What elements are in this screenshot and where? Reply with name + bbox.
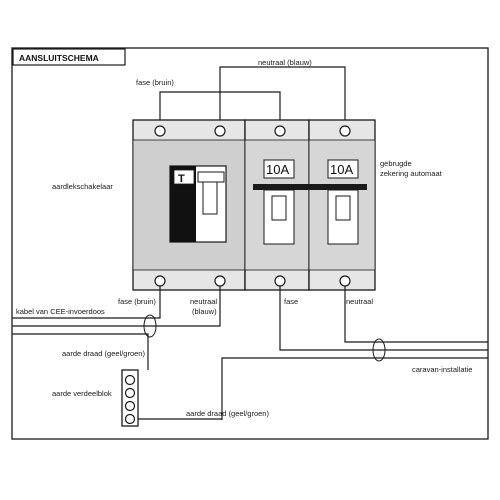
label-breaker-line1: gebrugde: [380, 159, 412, 168]
breaker-1-front: [263, 159, 295, 245]
terminal-breaker2-top: [339, 125, 351, 137]
breaker-2-front: [327, 159, 359, 245]
label-phase-bottom: fase (bruin): [118, 297, 156, 306]
terminal-breaker1-top: [274, 125, 286, 137]
label-breaker-line2: zekering automaat: [380, 169, 443, 178]
top-neutral-wire: [219, 66, 346, 128]
terminal-breaker2-bottom: [339, 275, 351, 287]
label-neutral-bottom-1: neutraal: [190, 297, 217, 306]
outer-frame: [11, 47, 489, 440]
breaker-1-rating: 10A: [266, 162, 289, 177]
label-cee-cable: kabel van CEE-invoerdoos: [16, 307, 105, 316]
label-earth-wire-1: aarde draad (geel/groen): [62, 349, 145, 358]
label-phase-top: fase (bruin): [136, 78, 174, 87]
label-phase-out: fase: [284, 297, 298, 306]
label-earth-wire-2: aarde draad (geel/groen): [186, 409, 269, 418]
terminal-rcd-top-neutral: [214, 125, 226, 137]
earth-distribution-block: [121, 369, 139, 427]
top-phase-wire: [159, 91, 281, 128]
label-neutral-bottom-2: (blauw): [192, 307, 217, 316]
rcd-test-button-label: T: [178, 173, 185, 185]
label-neutral-top: neutraal (blauw): [258, 58, 312, 67]
rcd-switch: [169, 165, 227, 243]
terminal-rcd-bottom-phase: [154, 275, 166, 287]
terminal-rcd-bottom-neutral: [214, 275, 226, 287]
label-neutral-out: neutraal: [346, 297, 373, 306]
breaker-2-rating: 10A: [330, 162, 353, 177]
label-earth-block: aarde verdeelblok: [52, 389, 112, 398]
caravan-cable-sleeve: [372, 338, 386, 362]
terminal-breaker1-bottom: [274, 275, 286, 287]
breaker-bridge-bar: [253, 184, 367, 190]
caravan-wires: [221, 286, 488, 420]
cee-cable-wires: [12, 286, 221, 370]
terminal-rcd-top-phase: [154, 125, 166, 137]
label-rcd: aardlekschakelaar: [52, 182, 113, 191]
title-box: [12, 48, 126, 66]
diagram-title: AANSLUITSCHEMA: [19, 53, 99, 63]
label-caravan: caravan-installatie: [412, 365, 472, 374]
cee-cable-sleeve: [143, 314, 157, 338]
